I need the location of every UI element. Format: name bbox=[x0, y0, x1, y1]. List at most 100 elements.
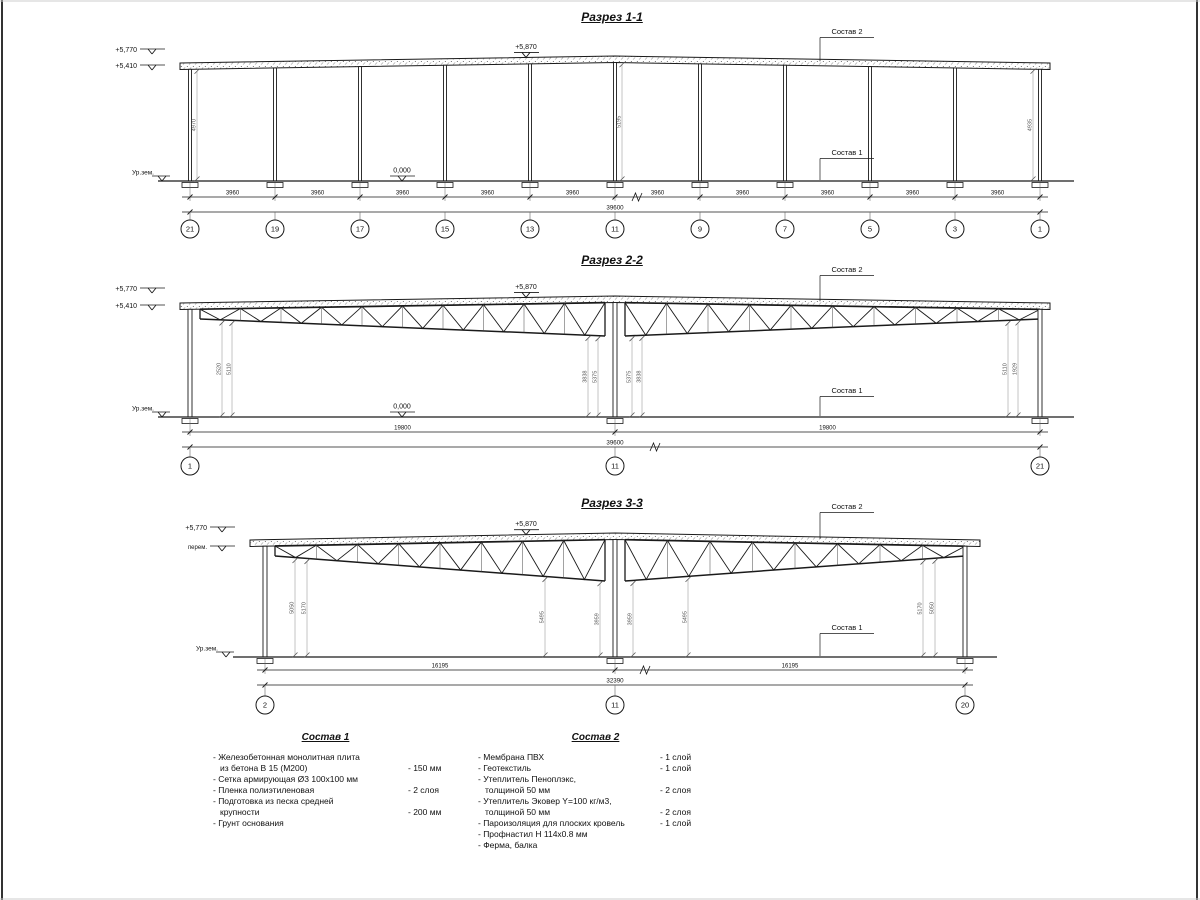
roof-slab bbox=[179, 55, 1051, 71]
drawing-text: 2520 bbox=[217, 363, 223, 375]
drawing-text: 15 bbox=[441, 225, 449, 234]
callout-label: Состав 2 bbox=[819, 502, 874, 539]
vertical-dim: 5050 bbox=[930, 558, 938, 658]
legend-item-line: - Пленка полиэтиленовая- 2 слоя bbox=[213, 785, 483, 796]
drawing-text: 4970 bbox=[192, 119, 198, 131]
axis-bubble: 3 bbox=[945, 212, 965, 239]
drawing-text: 5170 bbox=[918, 602, 924, 614]
drawing-text: Состав 1 bbox=[831, 386, 862, 395]
ground-level-mark: Ур.зем. bbox=[196, 646, 234, 658]
drawing-text: +5,770 bbox=[115, 47, 137, 54]
drawing-text: +5,870 bbox=[515, 284, 537, 291]
drawing-text: +5,770 bbox=[115, 286, 137, 293]
drawing-text: 19 bbox=[271, 225, 279, 234]
drawing-text: Состав 2 bbox=[831, 502, 862, 511]
legend-title-sostav-1: Состав 1 bbox=[301, 732, 350, 743]
drawing-text: Состав 1 bbox=[831, 148, 862, 157]
legend-item-value: - 1 слой bbox=[660, 752, 692, 762]
axis-bubble: 11 bbox=[605, 685, 625, 715]
truss bbox=[624, 301, 1041, 337]
legend-item-text: - Утеплитель Эковер Y=100 кг/м3, bbox=[478, 796, 612, 806]
drawing-text: 3960 bbox=[396, 191, 410, 197]
drawing-text: 11 bbox=[611, 462, 619, 471]
drawing-text: 0,000 bbox=[393, 168, 411, 175]
drawing-text: 16195 bbox=[782, 664, 799, 670]
vertical-dim: 3959 bbox=[628, 580, 636, 658]
column bbox=[1037, 308, 1043, 418]
drawing-text: 5110 bbox=[1003, 363, 1009, 375]
vertical-dim: 5110 bbox=[227, 320, 235, 418]
drawing-text: 3960 bbox=[226, 191, 240, 197]
break-symbol bbox=[631, 191, 643, 203]
roof-slab bbox=[179, 295, 1051, 311]
legend-item-line: - Геотекстиль - 1 слой bbox=[478, 763, 728, 774]
legend-item-text: - Утеплитель Пеноплэкс, bbox=[478, 774, 577, 784]
drawing-text: 2 bbox=[263, 701, 267, 710]
drawing-text: 1 bbox=[188, 462, 192, 471]
elevation-mark: +5,770 bbox=[115, 47, 165, 55]
drawing-text: +5,770 bbox=[185, 525, 207, 532]
drawing-text: 3959 bbox=[628, 613, 634, 625]
drawing-text: 3960 bbox=[651, 191, 665, 197]
drawing-text: 5375 bbox=[593, 371, 599, 383]
vertical-dim: 4970 bbox=[192, 68, 200, 182]
drawing-text: 16195 bbox=[432, 664, 449, 670]
legend-item-value: - 1 слой bbox=[660, 818, 692, 828]
truss bbox=[199, 301, 606, 337]
legend-item-text: крупности bbox=[220, 807, 260, 817]
legend-item-text: - Геотекстиль bbox=[478, 763, 532, 773]
drawing-text: 1 bbox=[1038, 225, 1042, 234]
column bbox=[1038, 68, 1042, 182]
legend-item-value: - 200 мм bbox=[408, 807, 442, 817]
axis-bubble: 15 bbox=[435, 212, 455, 239]
legend-item-text: - Железобетонная монолитная плита bbox=[213, 752, 360, 762]
vertical-dim: 5495 bbox=[683, 576, 691, 658]
drawing-text: 19800 bbox=[394, 426, 411, 432]
legend-sostav-1: Состав 1 - Железобетонная монолитная пли… bbox=[213, 732, 483, 829]
drawing-text: 32390 bbox=[606, 678, 624, 685]
drawing-text: +5,410 bbox=[115, 63, 137, 70]
vertical-dim: 5375 bbox=[627, 335, 635, 418]
legend-item-value: - 1 слой bbox=[660, 763, 692, 773]
vertical-dim: 5195 bbox=[617, 61, 625, 182]
drawing-text: 5050 bbox=[930, 602, 936, 614]
axis-bubble: 5 bbox=[860, 212, 880, 239]
drawing-text: Состав 1 bbox=[831, 623, 862, 632]
column bbox=[868, 66, 872, 182]
drawing-text: 3960 bbox=[736, 191, 750, 197]
legend-item-value: - 2 слоя bbox=[660, 807, 691, 817]
drawing-text: 0,000 bbox=[393, 404, 411, 411]
axis-bubble: 21 bbox=[1030, 447, 1050, 476]
drawing-text: 3838 bbox=[583, 371, 589, 383]
vertical-dim: 3959 bbox=[595, 580, 603, 658]
elevation-mark: +5,770 bbox=[185, 525, 235, 533]
legend-item-line: - Ферма, балка bbox=[478, 840, 728, 851]
drawing-text: 3838 bbox=[637, 371, 643, 383]
vertical-dim: 4935 bbox=[1028, 68, 1036, 182]
vertical-dim: 5170 bbox=[302, 558, 310, 658]
column bbox=[187, 308, 193, 418]
legend-item-line: - Профнастил Н 114х0.8 мм bbox=[478, 829, 728, 840]
drawing-text: 3960 bbox=[481, 191, 495, 197]
drawing-text: 3960 bbox=[566, 191, 580, 197]
callout-label: Состав 1 bbox=[819, 148, 874, 180]
drawing-text: +5,870 bbox=[515, 521, 537, 528]
drawing-text: 5375 bbox=[627, 371, 633, 383]
callout-label: Состав 2 bbox=[819, 265, 874, 302]
break-symbol bbox=[649, 441, 661, 453]
drawing-text: 3 bbox=[953, 225, 957, 234]
axis-bubble: 19 bbox=[265, 212, 285, 239]
column bbox=[783, 64, 787, 182]
drawing-text: 9 bbox=[698, 225, 702, 234]
drawing-text: 21 bbox=[1036, 462, 1044, 471]
legend-item-line: - Утеплитель Пеноплэкс, bbox=[478, 774, 728, 785]
column bbox=[962, 545, 968, 658]
elevation-mark: 0,000 bbox=[390, 404, 415, 418]
axis-bubble: 20 bbox=[955, 685, 975, 715]
legend-item-line: - Подготовка из песка средней bbox=[213, 796, 483, 807]
legend-item-line: - Грунт основания bbox=[213, 818, 483, 829]
axis-bubble: 1 bbox=[1030, 212, 1050, 239]
callout-label: Состав 1 bbox=[819, 386, 874, 416]
drawing-text: Состав 2 bbox=[831, 265, 862, 274]
column bbox=[953, 67, 957, 182]
